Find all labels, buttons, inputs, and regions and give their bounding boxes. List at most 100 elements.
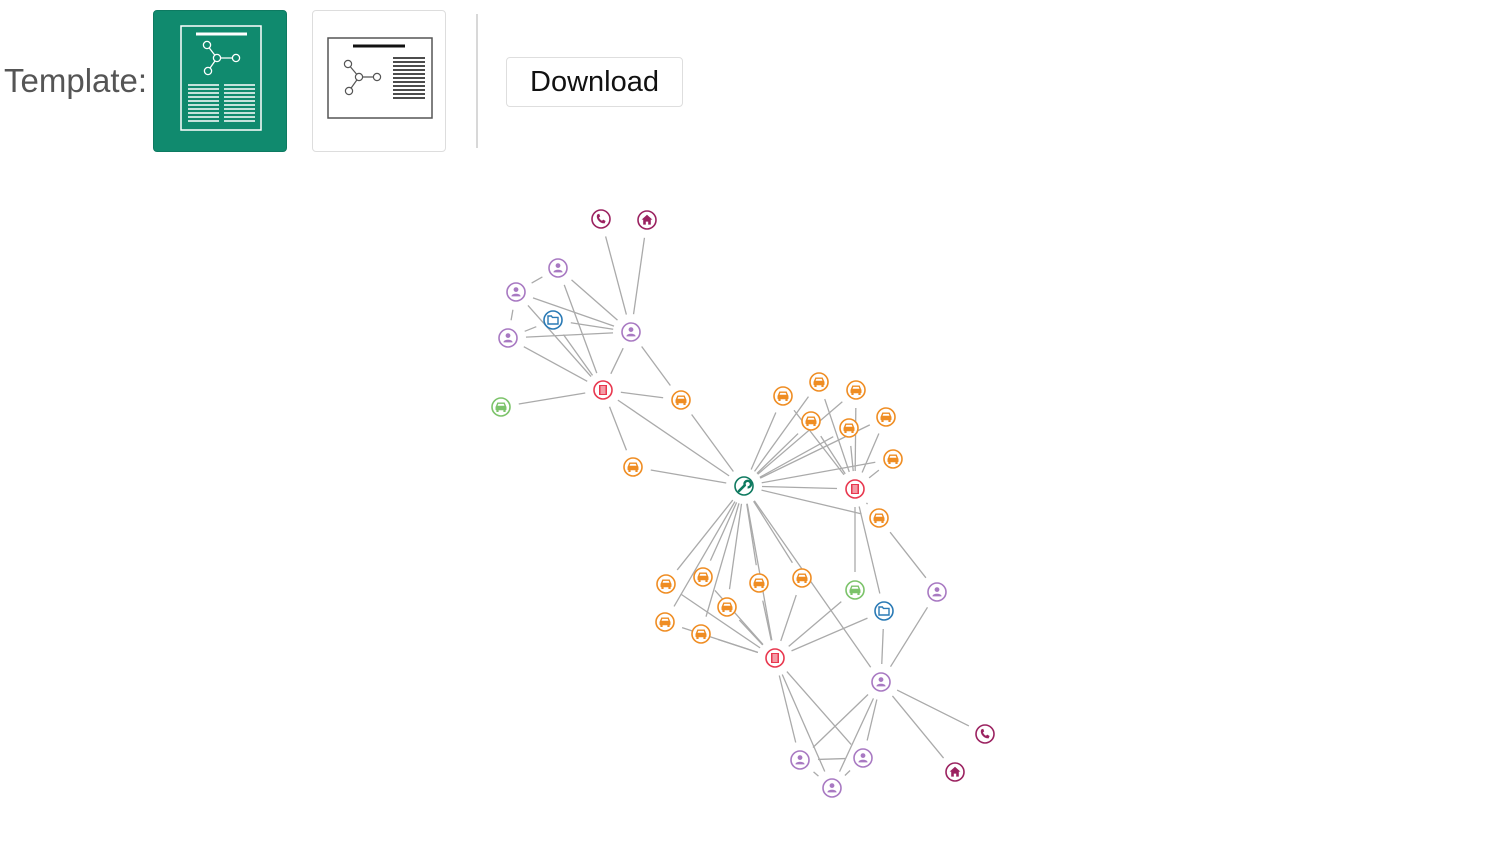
graph-edge [562,334,594,376]
graph-node-person[interactable] [498,328,518,348]
graph-node-person[interactable] [871,672,891,692]
graph-edge [738,619,764,646]
graph-node-vehicle-alt[interactable] [491,397,511,417]
graph-edge [570,322,614,330]
template-portrait-button[interactable] [153,10,287,152]
graph-edge [754,396,809,472]
person-icon [626,327,636,337]
graph-edge [617,399,730,477]
car-icon [887,454,899,464]
graph-node-vehicle[interactable] [801,411,821,431]
graph-node-person[interactable] [927,582,947,602]
graph-node-person[interactable] [506,282,526,302]
graph-edge [608,406,628,451]
car-icon [805,416,817,426]
phone-icon [596,213,606,224]
portrait-report-icon [180,25,262,131]
graph-edge [753,500,872,668]
graph-node-vehicle[interactable] [883,449,903,469]
graph-edge [673,501,736,607]
graph-node-vehicle[interactable] [869,508,889,528]
graph-edge [632,237,646,315]
graph-edge [746,503,773,641]
graph-node-vehicle[interactable] [671,390,691,410]
graph-edges [510,236,970,777]
graph-edge [868,469,880,479]
graph-edge [746,503,757,566]
car-icon [849,585,861,595]
car-icon [813,377,825,387]
graph-node-vehicle[interactable] [876,407,896,427]
graph-node-vehicle[interactable] [773,386,793,406]
graph-edge [757,401,843,475]
graph-edge [759,436,834,478]
graph-edge [610,347,624,375]
graph-node-person[interactable] [853,748,873,768]
house-icon [949,766,961,777]
graph-edge [532,297,615,327]
graph-node-document[interactable] [593,380,613,400]
graph-edge [896,689,970,727]
graph-node-house[interactable] [637,210,657,230]
document-icon [771,653,779,663]
graph-node-document[interactable] [765,648,785,668]
graph-node-folder[interactable] [874,601,894,621]
graph-edge [780,594,797,642]
graph-edge [524,326,537,332]
car-icon [843,423,855,433]
graph-node-phone[interactable] [591,209,611,229]
network-graph[interactable] [0,160,1500,848]
graph-node-vehicle[interactable] [655,612,675,632]
graph-node-vehicle[interactable] [693,567,713,587]
graph-node-document[interactable] [845,479,865,499]
graph-node-vehicle-alt[interactable] [845,580,865,600]
graph-node-house[interactable] [945,762,965,782]
car-icon [495,402,507,412]
graph-node-vehicle[interactable] [792,568,812,588]
graph-edge [705,503,740,617]
graph-edge [812,694,869,748]
graph-node-vehicle[interactable] [749,573,769,593]
graph-edge [620,391,664,399]
graph-node-vehicle[interactable] [656,574,676,594]
graph-node-person[interactable] [822,778,842,798]
person-icon [827,783,837,793]
graph-edge [824,398,850,473]
graph-node-person[interactable] [790,750,810,770]
template-landscape-button[interactable] [312,10,446,152]
graph-edge [717,638,759,654]
graph-edge [676,499,734,571]
graph-edge [788,601,842,647]
graph-node-person[interactable] [621,322,641,342]
graph-edge [781,674,826,772]
graph-edge [527,305,592,377]
person-icon [795,755,805,765]
graph-node-vehicle[interactable] [809,372,829,392]
graph-edge [523,346,588,382]
graph-node-vehicle[interactable] [691,624,711,644]
car-icon [627,462,639,472]
graph-node-vehicle[interactable] [623,457,643,477]
graph-edge [791,617,868,652]
graph-node-vehicle[interactable] [839,418,859,438]
car-icon [695,629,707,639]
graph-node-person[interactable] [548,258,568,278]
download-button[interactable]: Download [506,57,683,107]
graph-edge [817,757,846,761]
landscape-report-icon [327,37,433,119]
graph-edge [891,695,945,759]
graph-node-vehicle[interactable] [717,597,737,617]
graph-node-vehicle[interactable] [846,380,866,400]
car-icon [660,579,672,589]
folder-icon [878,606,890,616]
graph-node-phone[interactable] [975,724,995,744]
graph-edge [680,593,761,649]
graph-edge [510,309,514,321]
graph-node-folder[interactable] [543,310,563,330]
person-icon [932,587,942,597]
graph-node-tool[interactable] [734,476,754,496]
graph-edge [778,675,797,743]
graph-edge [865,502,869,505]
graph-edge [761,485,838,490]
graph-edge [820,435,846,475]
